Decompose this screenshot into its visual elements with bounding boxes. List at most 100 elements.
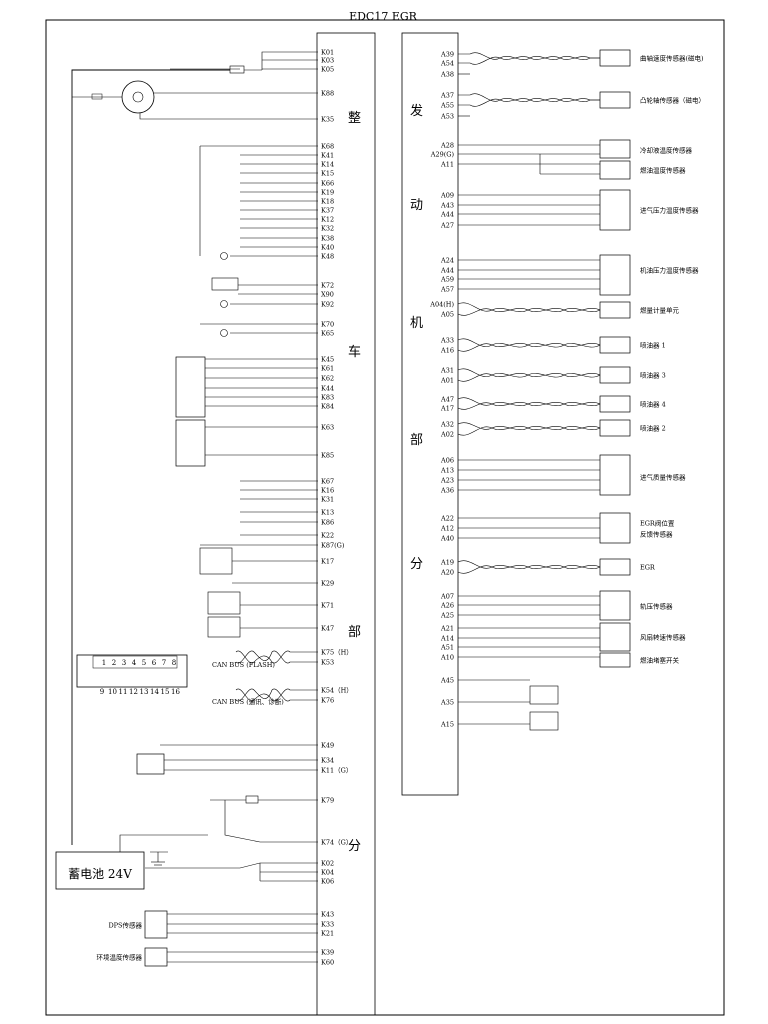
engine-component-label: 反馈传感器 (640, 530, 673, 539)
left-pin-label: K61 (321, 365, 334, 373)
right-pin-label: A09 (440, 192, 454, 200)
engine-component-label: 燃油温度传感器 (640, 166, 686, 175)
left-pin-group: K01K03K05K88K35K68K41K14K15K66K19K18K37K… (321, 49, 353, 967)
obd-pin-number: 7 (162, 659, 166, 667)
left-pin-label: K14 (321, 161, 334, 169)
engine-component-label: 燃油堵塞开关 (640, 656, 680, 665)
svg-text:CAN BUS (通讯、诊断): CAN BUS (通讯、诊断) (212, 697, 284, 706)
right-pin-label: A14 (440, 635, 454, 643)
left-pin-label: K16 (321, 487, 334, 495)
left-pin-label: K48 (321, 253, 334, 261)
left-pin-label: K49 (321, 742, 334, 750)
obd-pin-number: 14 (150, 688, 159, 696)
obd-pin-number: 15 (161, 688, 170, 696)
right-pin-label: A02 (440, 431, 454, 439)
engine-component-label: 进气质量传感器 (640, 473, 686, 482)
obd-pin-number: 5 (142, 659, 146, 667)
obd-pin-number: 16 (171, 688, 180, 696)
left-pin-label: K45 (321, 356, 334, 364)
right-pin-label: A05 (440, 311, 454, 319)
diagram-title: EDC17 EGR (349, 10, 418, 23)
obd-pin-number: 10 (108, 688, 117, 696)
svg-text:分: 分 (410, 557, 423, 572)
right-pin-label: A06 (440, 457, 454, 465)
left-pin-label: K71 (321, 602, 334, 610)
left-pin-label: K21 (321, 930, 334, 938)
left-pin-label: K12 (321, 216, 334, 224)
right-pin-label: A45 (440, 677, 454, 685)
right-pin-label: A47 (440, 396, 454, 404)
left-pin-label: K86 (321, 519, 334, 527)
left-pin-label: K44 (321, 385, 334, 393)
right-pin-label: A10 (440, 654, 454, 662)
chassis-wiring: 蓄电池 24V (55, 51, 318, 967)
engine-component-label: 曲轴速度传感器(磁电) (640, 54, 704, 63)
obd-pin-number: 6 (152, 659, 157, 667)
engine-component-label: 机油压力温度传感器 (640, 266, 699, 275)
right-pin-label: A31 (440, 367, 454, 375)
left-pin-label: K70 (321, 321, 334, 329)
left-pin-label: K66 (321, 180, 334, 188)
engine-component-label: 风扇转速传感器 (640, 633, 686, 642)
battery (55, 851, 145, 890)
svg-text:机: 机 (410, 316, 423, 331)
engine-component-label: 燃量计量单元 (640, 306, 680, 315)
obd-pin-number: 12 (129, 688, 138, 696)
left-pin-label: K06 (321, 878, 334, 886)
right-pin-label: A01 (440, 377, 454, 385)
right-pin-label: A12 (440, 525, 454, 533)
left-pin-label: K18 (321, 198, 334, 206)
left-pin-label: K11（G） (321, 767, 352, 775)
right-pin-label: A04(H) (429, 301, 454, 309)
right-pin-label: A16 (440, 347, 454, 355)
right-pin-label: A29(G) (430, 151, 455, 159)
left-pin-label: K60 (321, 959, 334, 967)
right-pin-label: A35 (440, 699, 454, 707)
left-pin-label: K32 (321, 225, 334, 233)
right-pin-label: A11 (440, 161, 454, 169)
left-pin-label: K05 (321, 66, 334, 74)
left-pin-label: K41 (321, 152, 334, 160)
svg-text:发: 发 (410, 103, 423, 119)
left-pin-label: K62 (321, 375, 334, 383)
engine-component-label: 冷却液温度传感器 (640, 146, 693, 155)
left-pin-label: K04 (321, 869, 334, 877)
engine-component-label: 进气压力温度传感器 (640, 206, 699, 215)
right-pin-label: A07 (440, 593, 454, 601)
right-pin-label: A40 (440, 535, 454, 543)
right-pin-label: A25 (440, 612, 454, 620)
right-pin-label: A54 (440, 60, 454, 68)
engine-component-group: 曲轴速度传感器(磁电)凸轮轴传感器（磁电）冷却液温度传感器燃油温度传感器进气压力… (640, 54, 705, 665)
left-pin-label: K38 (321, 235, 334, 243)
chassis-section-labels: 整 车 部 分 (348, 111, 361, 854)
left-pin-label: K72 (321, 282, 334, 290)
left-pin-label: K34 (321, 757, 334, 765)
right-pin-label: A27 (440, 222, 454, 230)
obd-pin-number: 3 (122, 659, 126, 667)
right-pin-label: A51 (440, 644, 454, 652)
left-pin-label: K75（H） (321, 649, 353, 657)
ecu-chassis-block (316, 32, 376, 1016)
obd-pin-number: 4 (132, 659, 137, 667)
engine-component-label: 喷油器 1 (640, 341, 666, 350)
left-pin-label: K33 (321, 921, 334, 929)
battery-label: 蓄电池 24V (68, 867, 132, 881)
engine-component-label: 喷油器 3 (640, 371, 666, 380)
right-pin-label: A53 (440, 113, 454, 121)
left-pin-label: K31 (321, 496, 334, 504)
right-pin-label: A19 (440, 559, 454, 567)
right-pin-label: A21 (440, 625, 454, 633)
left-pin-label: K01 (321, 49, 334, 57)
right-pin-label: A17 (440, 405, 454, 413)
left-pin-label: K39 (321, 949, 334, 957)
right-pin-label: A26 (440, 602, 454, 610)
left-pin-label: K76 (321, 697, 334, 705)
right-pin-label: A55 (440, 102, 454, 110)
engine-section-labels: 发 动 机 部 分 (410, 103, 423, 572)
engine-component-label: 喷油器 2 (640, 424, 666, 433)
left-pin-label: K88 (321, 90, 334, 98)
left-pin-label: K22 (321, 532, 334, 540)
